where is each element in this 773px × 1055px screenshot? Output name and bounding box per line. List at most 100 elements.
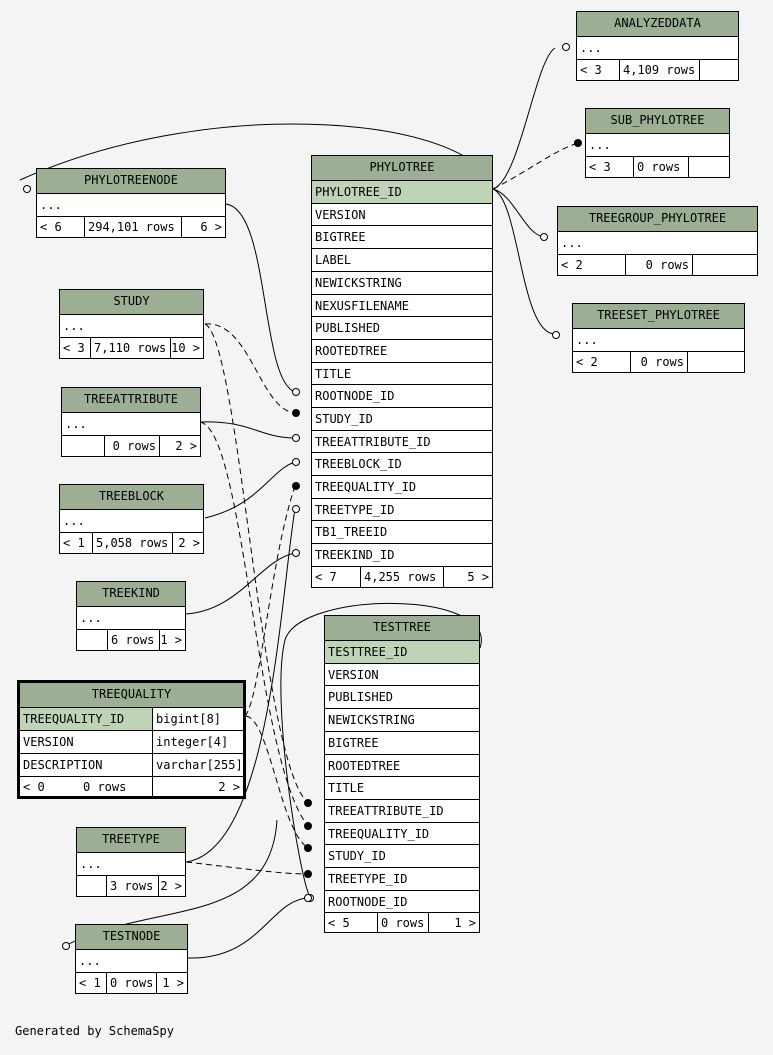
table-body: ... <box>577 36 738 59</box>
table-body: ... <box>60 314 203 337</box>
relationship-line <box>225 203 296 393</box>
relationship-endpoint <box>23 185 31 193</box>
parents-count[interactable]: < 5 <box>328 916 350 930</box>
table-sub-phylotree[interactable]: SUB_PHYLOTREE ... < 3 0 rows <box>585 108 730 178</box>
table-body: ... <box>76 949 187 972</box>
relationship-endpoint <box>304 844 312 852</box>
parents-count[interactable] <box>62 436 104 456</box>
table-treeattribute[interactable]: TREEATTRIBUTE ... 0 rows 2 > <box>61 387 201 457</box>
relationship-line <box>244 485 296 717</box>
parents-count[interactable]: < 1 <box>63 536 85 550</box>
relationship-endpoint <box>304 822 312 830</box>
table-body: ... <box>586 133 729 156</box>
relationship-line <box>199 421 309 827</box>
row-count: 0 rows <box>630 352 687 372</box>
row-count: 4,255 rows <box>360 567 443 587</box>
children-count[interactable] <box>699 60 738 80</box>
children-count[interactable]: 10 > <box>170 338 203 358</box>
row-count: 3 rows <box>106 876 158 896</box>
table-header: SUB_PHYLOTREE <box>586 109 729 133</box>
table-header: PHYLOTREE <box>312 156 492 180</box>
children-count[interactable]: 2 > <box>152 777 243 796</box>
relationship-endpoint <box>62 942 70 950</box>
parents-count[interactable]: < 7 <box>315 570 337 584</box>
relationship-line <box>185 508 296 863</box>
column-row: TREEATTRIBUTE_ID <box>312 430 492 453</box>
table-header: TESTTREE <box>325 616 479 640</box>
table-footer: < 1 5,058 rows 2 > <box>60 532 203 553</box>
table-body: ... <box>77 852 185 875</box>
column-row: PHYLOTREE_ID <box>312 180 492 203</box>
children-count[interactable]: 1 > <box>159 630 185 650</box>
table-footer: < 0 0 rows 2 > <box>20 776 243 796</box>
table-testnode[interactable]: TESTNODE ... < 1 0 rows 1 > <box>75 924 188 994</box>
children-count[interactable]: 6 > <box>181 217 225 237</box>
column-row: TREEBLOCK_ID <box>312 452 492 475</box>
parents-count[interactable]: < 0 <box>23 780 45 794</box>
table-analyzeddata[interactable]: ANALYZEDDATA ... < 3 4,109 rows <box>576 11 739 81</box>
parents-count[interactable]: < 1 <box>79 976 101 990</box>
table-study[interactable]: STUDY ... < 3 7,110 rows 10 > <box>59 289 204 359</box>
relationship-line <box>187 897 309 959</box>
children-count[interactable]: 1 > <box>428 913 479 932</box>
relationship-endpoint <box>292 482 300 490</box>
column-row: STUDY_ID <box>325 844 479 867</box>
children-count[interactable]: 1 > <box>156 973 187 993</box>
table-treegroup-phylotree[interactable]: TREEGROUP_PHYLOTREE ... < 2 0 rows <box>557 206 758 276</box>
relationship-line <box>492 188 556 335</box>
table-header: TREEKIND <box>77 582 185 606</box>
table-header: TREEATTRIBUTE <box>62 388 200 412</box>
column-row: TREEQUALITY_ID <box>325 822 479 845</box>
column-row: BIGTREE <box>312 225 492 248</box>
column-row: TITLE <box>312 362 492 385</box>
parents-count[interactable]: < 2 <box>576 355 598 369</box>
relationship-line <box>204 461 296 519</box>
table-phylotreenode[interactable]: PHYLOTREENODE ... < 6 294,101 rows 6 > <box>36 168 226 238</box>
table-footer: < 3 4,109 rows <box>577 59 738 80</box>
row-count: 4,109 rows <box>619 60 699 80</box>
parents-count[interactable]: < 6 <box>40 220 62 234</box>
row-count: 0 rows <box>83 780 127 794</box>
relationship-endpoint <box>562 43 570 51</box>
column-row: VERSION <box>325 663 479 686</box>
table-treeset-phylotree[interactable]: TREESET_PHYLOTREE ... < 2 0 rows <box>572 303 745 373</box>
children-count[interactable] <box>687 352 744 372</box>
parents-count[interactable]: < 2 <box>561 258 583 272</box>
parents-count[interactable] <box>77 876 106 896</box>
row-count: 0 rows <box>625 255 692 275</box>
relationship-line <box>204 323 309 804</box>
table-footer: 6 rows 1 > <box>77 629 185 650</box>
relationship-endpoint <box>540 233 548 241</box>
relationship-endpoint <box>292 549 300 557</box>
parents-count[interactable]: < 3 <box>63 341 85 355</box>
table-footer: < 2 0 rows <box>558 254 757 275</box>
column-type: integer[4] <box>152 731 243 753</box>
children-count[interactable]: 5 > <box>443 567 492 587</box>
children-count[interactable]: 2 > <box>158 876 185 896</box>
parents-count[interactable]: < 3 <box>580 63 602 77</box>
children-count[interactable]: 2 > <box>159 436 200 456</box>
column-type: varchar[255] <box>152 754 243 776</box>
table-treekind[interactable]: TREEKIND ... 6 rows 1 > <box>76 581 186 651</box>
column-name: DESCRIPTION <box>23 758 103 772</box>
children-count[interactable]: 2 > <box>172 533 203 553</box>
children-count[interactable] <box>692 255 757 275</box>
parents-count[interactable]: < 3 <box>589 160 611 174</box>
column-row: TREEQUALITY_ID <box>312 475 492 498</box>
relationship-endpoint <box>304 799 312 807</box>
table-header: STUDY <box>60 290 203 314</box>
table-treeblock[interactable]: TREEBLOCK ... < 1 5,058 rows 2 > <box>59 484 204 554</box>
table-footer: < 6 294,101 rows 6 > <box>37 216 225 237</box>
relationship-endpoint <box>292 388 300 396</box>
children-count[interactable] <box>688 157 729 177</box>
table-header: TREEGROUP_PHYLOTREE <box>558 207 757 231</box>
row-count: 0 rows <box>377 913 428 932</box>
parents-count[interactable] <box>77 630 107 650</box>
column-row: ROOTEDTREE <box>325 754 479 777</box>
table-treetype[interactable]: TREETYPE ... 3 rows 2 > <box>76 827 186 897</box>
table-footer: < 1 0 rows 1 > <box>76 972 187 993</box>
table-treequality[interactable]: TREEQUALITY TREEQUALITY_ID bigint[8] VER… <box>17 680 246 799</box>
